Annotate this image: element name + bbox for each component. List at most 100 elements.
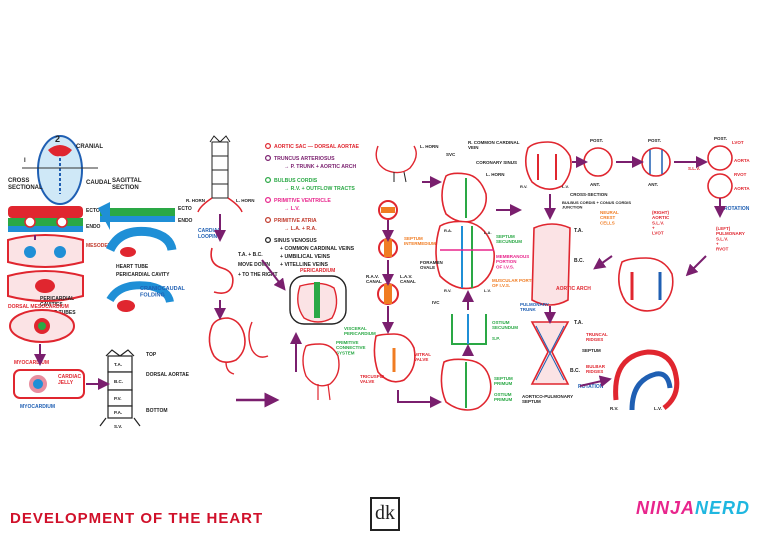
looped-heart-2 [248,321,269,358]
label-endo-1: ENDO [86,224,101,230]
bottom-heart-vessels [317,383,331,401]
label-sp: S.P. [492,336,500,341]
label-ecto-2: ECTO [178,206,192,212]
label-to-the-right: + TO THE RIGHT [238,272,278,278]
legend-line-5: → R.V. + OUTFLOW TRACTS [284,186,355,192]
sagittal-heart-tube [120,247,136,257]
label-ivc: IVC [432,300,440,305]
outflow-heart-ridges [537,154,557,180]
page-title: DEVELOPMENT OF THE HEART [10,510,264,527]
label-lvot: LVOT [732,140,744,145]
label-pa-p1: P.A. [114,410,122,415]
lvot-circle [707,145,733,171]
tube-with-horns [197,135,243,213]
spiral-lines [535,325,565,381]
myocardium-section [13,369,85,399]
ridges-circle-lines [649,150,663,174]
label-lv-top: L.V. [562,184,569,189]
label-l-horn2: L. HORN [486,172,505,177]
label-rotation: ROTATION [578,384,604,390]
cross-section-1-meso [8,218,83,226]
pericardium-septum [314,282,320,318]
label-slv: S.L.V. [688,166,700,171]
looped-heart-1-tail [225,361,235,375]
legend-bullet-5 [265,217,272,224]
sinus-venosus-sketch [375,145,417,174]
ridges-circle [641,147,671,177]
septum-circle-2-bar [384,239,392,257]
rvot-circle [707,173,733,199]
sagittal-fold [105,226,177,253]
cardiac-lumen [38,322,46,330]
legend-line-1: AORTIC SAC — DORSAL AORTAE [274,144,359,150]
label-bc-p4: B.C. [574,258,585,264]
label-rvot: RVOT [734,172,747,177]
label-endo-2: ENDO [178,218,193,224]
legend-bullet-6 [265,237,272,244]
legend-line-2: TRUNCUS ARTERIOSUS [274,156,335,162]
label-bc-p1: B.C. [114,379,123,384]
label-la-p3: L.A. [484,230,492,235]
label-post-3: POST. [714,136,727,141]
label-l-horn-p3: L. HORN [420,144,439,149]
arrow-p2-e [261,259,286,291]
label-bc-p4b: B.C. [570,368,581,374]
outflow-heart [524,141,572,190]
label-aorta-1: AORTA [734,158,750,163]
big-heart-top [441,172,488,223]
label-aorta-2: AORTA [734,186,750,191]
label-dorsal-aortae: DORSAL AORTAE [146,372,190,378]
heart-tube-left [24,246,36,258]
label-ta-p1: T.A. [114,362,122,367]
label-ecto-1: ECTO [86,208,100,214]
label-move-down: MOVE DOWN [238,262,270,268]
ninja-logo-part: NINJA [636,498,696,518]
label-bottom: BOTTOM [146,408,168,414]
label-dorsal-mesocardium: DORSAL MESOCARDIUM [8,304,69,310]
legend-line-13: + VITELLINE VEINS [280,262,329,268]
legend-line-8: PRIMITIVE ATRIA [274,218,317,224]
label-r-horn: R. HORN [186,198,205,203]
nerd-logo-part: NERD [695,498,751,518]
label-post-1: POST. [590,138,603,143]
label-lv-bottom: L.V. [654,406,662,411]
label-heart-tube: HEART TUBE [116,264,149,270]
pulmonary-vessel [629,371,673,411]
cardiogenic-area [48,145,72,157]
arrow-p4-h [685,255,707,277]
sagittal-ecto [100,208,175,216]
label-roman-one: I [24,158,26,164]
label-post-2: POST. [648,138,661,143]
pericardial-cavity-1 [24,216,36,228]
label-ant-2: ANT. [648,182,658,187]
label-lav-canal: L.A.V.CANAL [400,274,416,284]
legend-bullet-2 [265,155,272,162]
panel-4-outflow-tract: R.V. L.V. POST. ANT. CROSS-SECTION BULBU… [520,136,750,411]
sagittal-head [98,202,110,230]
label-svc: SVC [446,152,456,157]
label-ta-p4: T.A. [574,228,584,234]
legend-line-10: SINUS VENOSUS [274,238,317,244]
legend-bullet-3 [265,177,272,184]
label-sv-p1: S.V. [114,424,122,429]
heart-tube-right [54,246,66,258]
